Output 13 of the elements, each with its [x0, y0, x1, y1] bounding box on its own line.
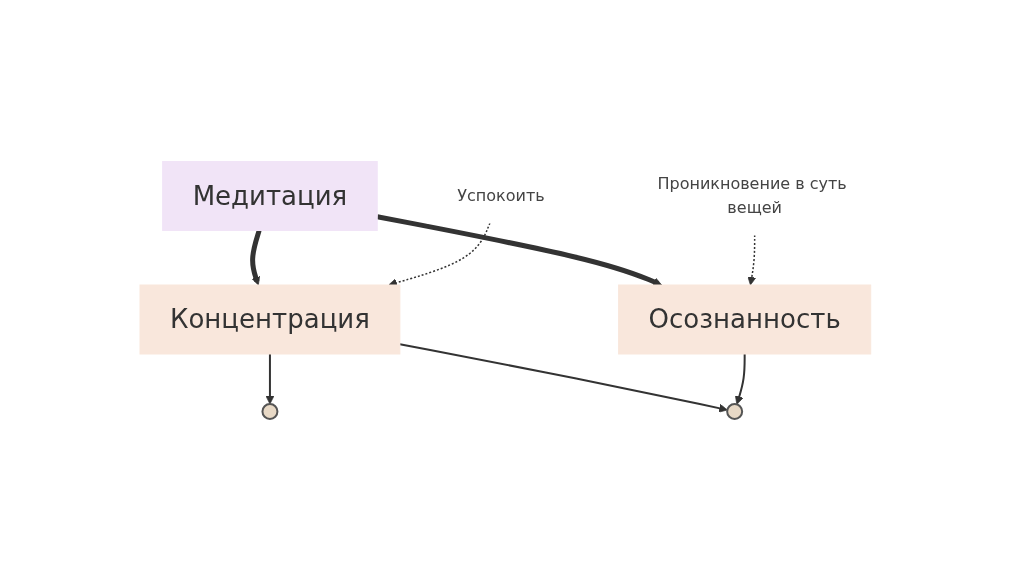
node-box: Концентрация: [139, 284, 401, 355]
node-box: Медитация: [161, 161, 378, 231]
arrow: [376, 214, 662, 286]
arrow: [249, 229, 262, 286]
node-person: [725, 403, 743, 420]
arrow: [734, 353, 746, 405]
node-text: Проникновение в суть вещей: [657, 174, 847, 217]
arrow: [388, 222, 491, 287]
node-box: Осознанность: [617, 284, 871, 355]
arrow: [398, 343, 728, 413]
node-text: Успокоить: [456, 186, 545, 205]
arrow: [265, 353, 274, 405]
node-person: [261, 403, 279, 420]
